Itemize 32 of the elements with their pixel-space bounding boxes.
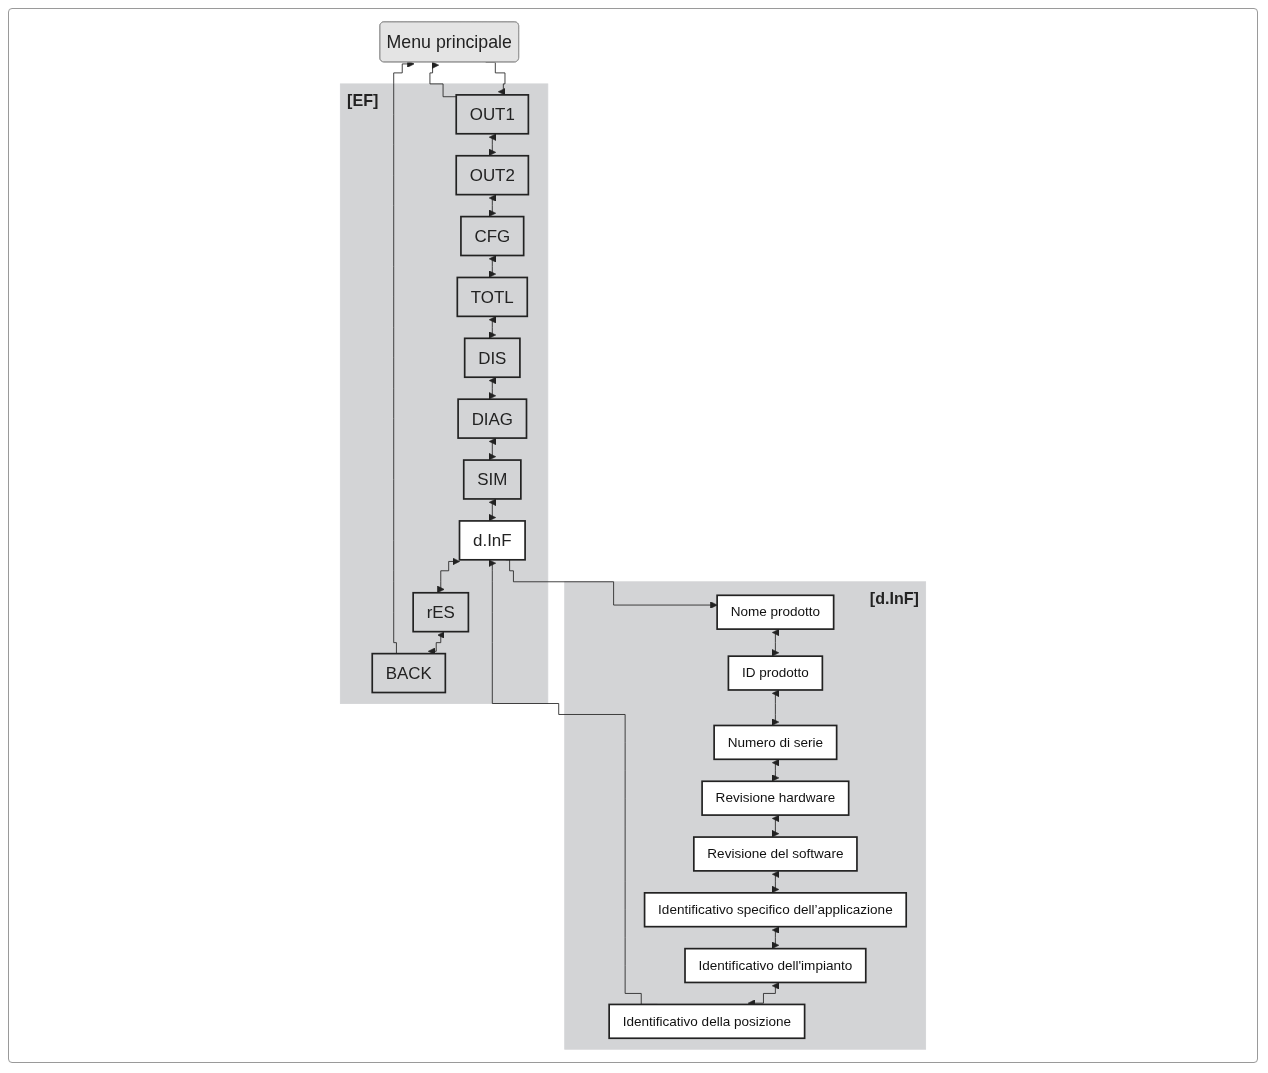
node-box: [412, 591, 470, 633]
node-box: [713, 724, 838, 761]
arrow: [488, 377, 496, 400]
node-box: [716, 594, 835, 630]
arrow: [771, 759, 780, 782]
node-box: [457, 398, 528, 439]
node-box: [693, 836, 858, 872]
node-box: [643, 892, 908, 928]
node-box: [463, 337, 521, 379]
node-box: [371, 652, 447, 694]
node-box: [456, 276, 529, 318]
node-box: [727, 655, 824, 691]
node-box: [455, 154, 530, 196]
arrow: [488, 316, 496, 339]
arrow: [771, 926, 780, 949]
node-box: [684, 947, 867, 984]
cluster: [339, 83, 549, 704]
arrow: [488, 194, 496, 217]
arrow: [488, 133, 496, 157]
node-box: [458, 520, 526, 561]
node-box: [701, 780, 850, 816]
node-box: [462, 459, 522, 500]
arrow: [771, 870, 780, 894]
arrow: [771, 815, 780, 838]
arrow: [488, 438, 496, 461]
node-box: [455, 94, 530, 135]
arrow: [488, 255, 496, 278]
arrow: [488, 498, 496, 522]
node-box: [460, 215, 525, 257]
diagram-frame: [d.InF] [EF] Menu principale OUT1 OUT2 CFG TOTL DIS DIAG SIM d.InF rES BACK Nome prodotto ID prodotto Numero di serie Revisione hardware Revisione del software Identificativo specifico dell’applicazione Identificativo dell'impianto Identificativo della posizione: [8, 8, 1258, 1063]
node-box: [608, 1003, 806, 1040]
cluster: [564, 581, 927, 1050]
